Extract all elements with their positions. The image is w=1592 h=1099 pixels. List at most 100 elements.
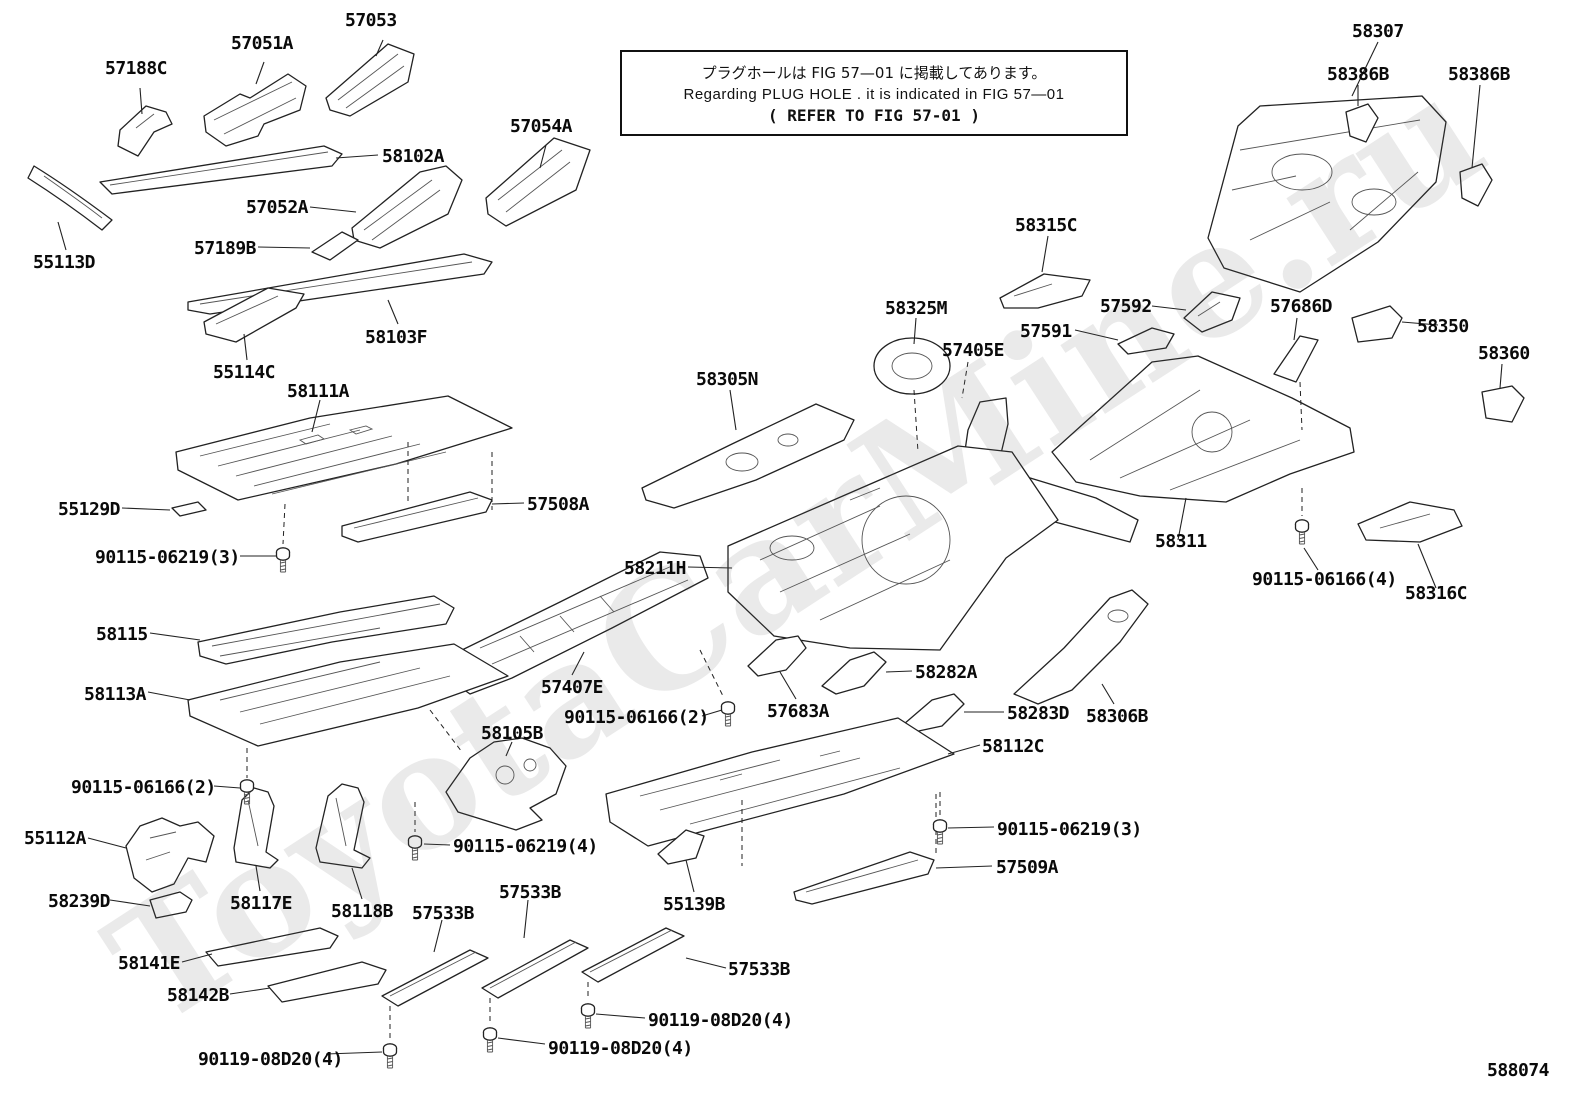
- part-label-58102A: 58102A: [382, 146, 445, 167]
- part-58306B: [1013, 589, 1149, 705]
- part-label-58115: 58115: [96, 624, 148, 645]
- leader-lines: [57, 39, 1503, 1055]
- part-57686D: [1273, 335, 1319, 383]
- part-58102A: [99, 145, 343, 195]
- part-label-57683A: 57683A: [767, 701, 830, 722]
- part-57533B-plate-3: [581, 927, 685, 983]
- part-58283D: [903, 693, 965, 733]
- part-57533B-plate-2: [481, 939, 589, 999]
- part-label-57509A: 57509A: [996, 857, 1059, 878]
- plug-hole-note-box: プラグホールは FIG 57—01 に掲載してあります。 Regarding P…: [620, 50, 1128, 136]
- part-58305N: [641, 403, 855, 509]
- part-label-58386B-left: 58386B: [1327, 64, 1390, 85]
- part-label-90119-08D20-4-mid: 90119-08D20(4): [548, 1038, 693, 1059]
- part-label-58386B-right: 58386B: [1448, 64, 1511, 85]
- part-label-90115-06219-3-left: 90115-06219(3): [95, 547, 240, 568]
- part-57053: [325, 43, 415, 117]
- part-label-55139B: 55139B: [663, 894, 726, 915]
- part-label-57188C: 57188C: [105, 58, 168, 79]
- part-label-58282A: 58282A: [915, 662, 978, 683]
- part-57683A: [747, 635, 807, 677]
- part-label-55114C: 55114C: [213, 362, 276, 383]
- part-58386B-right-part: [1459, 163, 1493, 207]
- part-label-58118B: 58118B: [331, 901, 394, 922]
- part-label-57189B: 57189B: [194, 238, 257, 259]
- part-label-90115-06166-4: 90115-06166(4): [1252, 569, 1397, 590]
- part-label-58283D: 58283D: [1007, 703, 1070, 724]
- part-label-58307: 58307: [1352, 21, 1404, 42]
- part-label-90119-08D20-4-left: 90119-08D20(4): [198, 1049, 343, 1070]
- part-58360: [1481, 385, 1525, 423]
- part-58315C: [999, 273, 1091, 309]
- part-label-90115-06219-3-right: 90115-06219(3): [997, 819, 1142, 840]
- part-58316C: [1357, 501, 1463, 543]
- part-58113A: [187, 643, 509, 747]
- part-label-55112A: 55112A: [24, 828, 87, 849]
- part-58282A: [821, 651, 887, 695]
- part-57508A: [341, 491, 493, 543]
- part-label-58105B: 58105B: [481, 723, 544, 744]
- part-label-90115-06166-2-center: 90115-06166(2): [564, 707, 709, 728]
- part-label-90119-08D20-4-right: 90119-08D20(4): [648, 1010, 793, 1031]
- part-label-58103F: 58103F: [365, 327, 428, 348]
- part-label-58239D: 58239D: [48, 891, 111, 912]
- part-label-57592: 57592: [1100, 296, 1152, 317]
- part-label-58141E: 58141E: [118, 953, 181, 974]
- part-58325M: [873, 337, 951, 395]
- part-label-58325M: 58325M: [885, 298, 948, 319]
- part-58118B: [315, 783, 371, 869]
- part-58142B: [267, 961, 387, 1003]
- part-57051A: [203, 73, 307, 147]
- part-label-58306B: 58306B: [1086, 706, 1149, 727]
- part-55129D: [171, 501, 207, 517]
- projection-lines: [246, 361, 1303, 1040]
- note-line-japanese: プラグホールは FIG 57—01 に掲載してあります。: [701, 63, 1047, 82]
- note-line-refer: ( REFER TO FIG 57-01 ): [768, 105, 980, 125]
- part-57591-part: [1117, 327, 1175, 355]
- part-55112A: [125, 817, 215, 893]
- part-label-57533B-3: 57533B: [728, 959, 791, 980]
- part-57509A: [793, 851, 935, 905]
- part-label-58305N: 58305N: [696, 369, 759, 390]
- part-58112C: [605, 717, 955, 847]
- part-label-57054A: 57054A: [510, 116, 573, 137]
- part-58105B: [445, 737, 567, 831]
- part-58239D: [149, 891, 193, 919]
- part-58111A: [175, 395, 513, 501]
- part-label-57051A: 57051A: [231, 33, 294, 54]
- part-58115: [197, 595, 455, 665]
- diagram-number: 588074: [1487, 1060, 1550, 1081]
- part-55114C: [203, 287, 305, 343]
- note-line-english: Regarding PLUG HOLE . it is indicated in…: [683, 85, 1065, 103]
- part-label-58316C: 58316C: [1405, 583, 1468, 604]
- part-58350: [1351, 305, 1403, 343]
- part-label-55113D: 55113D: [33, 252, 96, 273]
- part-label-58117E: 58117E: [230, 893, 293, 914]
- part-label-57405E: 57405E: [942, 340, 1005, 361]
- part-label-57407E: 57407E: [541, 677, 604, 698]
- part-label-90115-06166-2-left: 90115-06166(2): [71, 777, 216, 798]
- part-label-58360: 58360: [1478, 343, 1530, 364]
- part-label-57533B-2: 57533B: [499, 882, 562, 903]
- part-55113D: [27, 165, 113, 231]
- part-label-57591: 57591: [1020, 321, 1072, 342]
- part-label-58311: 58311: [1155, 531, 1207, 552]
- part-label-90115-06219-4: 90115-06219(4): [453, 836, 598, 857]
- part-label-58211H: 58211H: [624, 558, 687, 579]
- part-58103F: [187, 253, 493, 315]
- part-label-55129D: 55129D: [58, 499, 121, 520]
- part-58117E: [233, 787, 279, 869]
- part-57533B-plate-1: [381, 949, 489, 1007]
- part-58311: [1051, 355, 1355, 503]
- part-57592-part: [1183, 291, 1241, 333]
- part-57189B: [311, 231, 359, 261]
- part-57052A: [351, 165, 463, 249]
- part-55139B: [657, 829, 705, 865]
- part-label-58112C: 58112C: [982, 736, 1045, 757]
- part-57188C: [117, 105, 173, 157]
- part-57054A: [485, 137, 591, 227]
- part-label-57508A: 57508A: [527, 494, 590, 515]
- part-label-57053: 57053: [345, 10, 397, 31]
- part-label-58113A: 58113A: [84, 684, 147, 705]
